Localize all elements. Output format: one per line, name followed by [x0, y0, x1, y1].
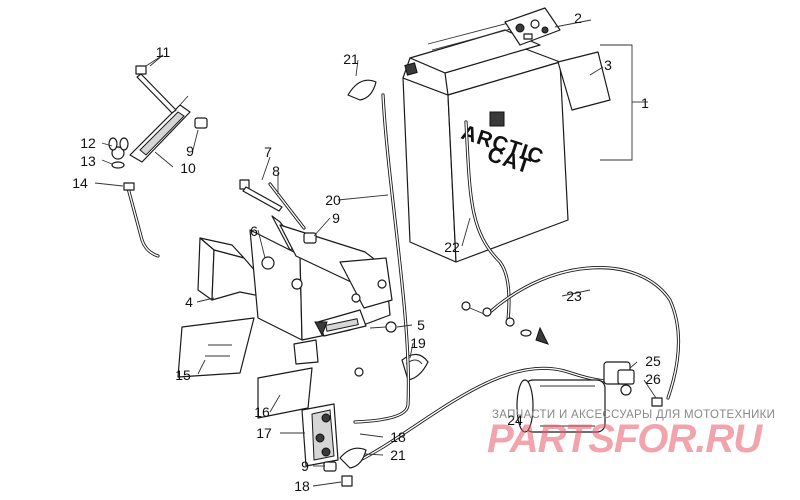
- battery: ARCTIC CAT: [402, 19, 569, 263]
- callout-26: 26: [645, 371, 661, 387]
- callouts: 2 3 1 11 12 13 14 10 9 7 8 9 6 4 5 19 15…: [72, 10, 661, 494]
- screw: [369, 321, 397, 333]
- callout-25: 25: [645, 353, 661, 369]
- j-bolt: [123, 182, 160, 258]
- callout-5: 5: [417, 317, 425, 333]
- cable-23: [488, 266, 681, 400]
- callout-6: 6: [250, 223, 258, 239]
- callout-24: 24: [507, 412, 523, 428]
- bolt: [461, 301, 485, 315]
- callout-22: 22: [444, 239, 460, 255]
- nut: [194, 117, 208, 129]
- callout-23: 23: [566, 288, 582, 304]
- direction-marker: [535, 326, 549, 345]
- callout-9-mid: 9: [332, 210, 340, 226]
- battery-decal: [557, 51, 611, 111]
- callout-9-bottom: 9: [301, 458, 309, 474]
- bolt: [135, 65, 177, 114]
- callout-18-bottom: 18: [294, 478, 310, 494]
- callout-4: 4: [185, 294, 193, 310]
- ring-terminal: [482, 307, 492, 317]
- terminal-hardware-kit: [504, 7, 561, 46]
- callout-16: 16: [254, 404, 270, 420]
- nut: [303, 232, 317, 244]
- ring-terminal: [505, 317, 515, 327]
- callout-21-top: 21: [343, 51, 359, 67]
- hold-down-strap: [129, 95, 191, 163]
- terminal-boot: [401, 353, 429, 381]
- cable-20: [353, 93, 411, 424]
- junction-block: [301, 403, 339, 467]
- nut: [341, 475, 353, 487]
- watermark-logo: PARTSFOR.RU: [487, 417, 763, 461]
- callout-9-top: 9: [186, 143, 194, 159]
- callout-21-bottom: 21: [390, 447, 406, 463]
- cable-end-boot: [339, 447, 367, 469]
- starter-solenoid: [603, 361, 635, 396]
- cable-end-boot: [347, 79, 377, 101]
- cable-22: [464, 120, 511, 322]
- callout-10: 10: [180, 160, 196, 176]
- wing-nut: [108, 137, 129, 160]
- callout-17: 17: [256, 425, 272, 441]
- tray-pad: [177, 317, 255, 378]
- callout-7: 7: [264, 144, 272, 160]
- watermark-subtitle: ЗАПЧАСТИ И АКСЕССУАРЫ ДЛЯ МОТОТЕХНИКИ: [492, 409, 775, 421]
- callout-19: 19: [410, 335, 426, 351]
- callout-15: 15: [175, 367, 191, 383]
- nut: [354, 367, 364, 377]
- callout-1: 1: [641, 95, 649, 111]
- callout-8: 8: [272, 163, 280, 179]
- callout-18-mid: 18: [390, 429, 406, 445]
- watermark: ЗАПЧАСТИ И АКСЕССУАРЫ ДЛЯ МОТОТЕХНИКИ PA…: [487, 409, 775, 461]
- washer: [111, 161, 125, 169]
- callout-20: 20: [325, 192, 341, 208]
- battery-cover: [257, 367, 313, 419]
- callout-14: 14: [72, 175, 88, 191]
- callout-11: 11: [156, 44, 171, 60]
- callout-2: 2: [574, 10, 582, 26]
- callout-3: 3: [604, 57, 612, 73]
- leader-lines: [94, 19, 657, 487]
- nut: [651, 397, 663, 407]
- assembly-bracket: [600, 44, 633, 161]
- bolt: [239, 179, 283, 212]
- nut: [323, 461, 337, 472]
- retainer-rod: [268, 182, 306, 230]
- starter-motor: [516, 379, 606, 433]
- callout-13: 13: [80, 153, 96, 169]
- callout-12: 12: [80, 135, 96, 151]
- washer: [520, 329, 532, 337]
- battery-tray: [197, 215, 393, 365]
